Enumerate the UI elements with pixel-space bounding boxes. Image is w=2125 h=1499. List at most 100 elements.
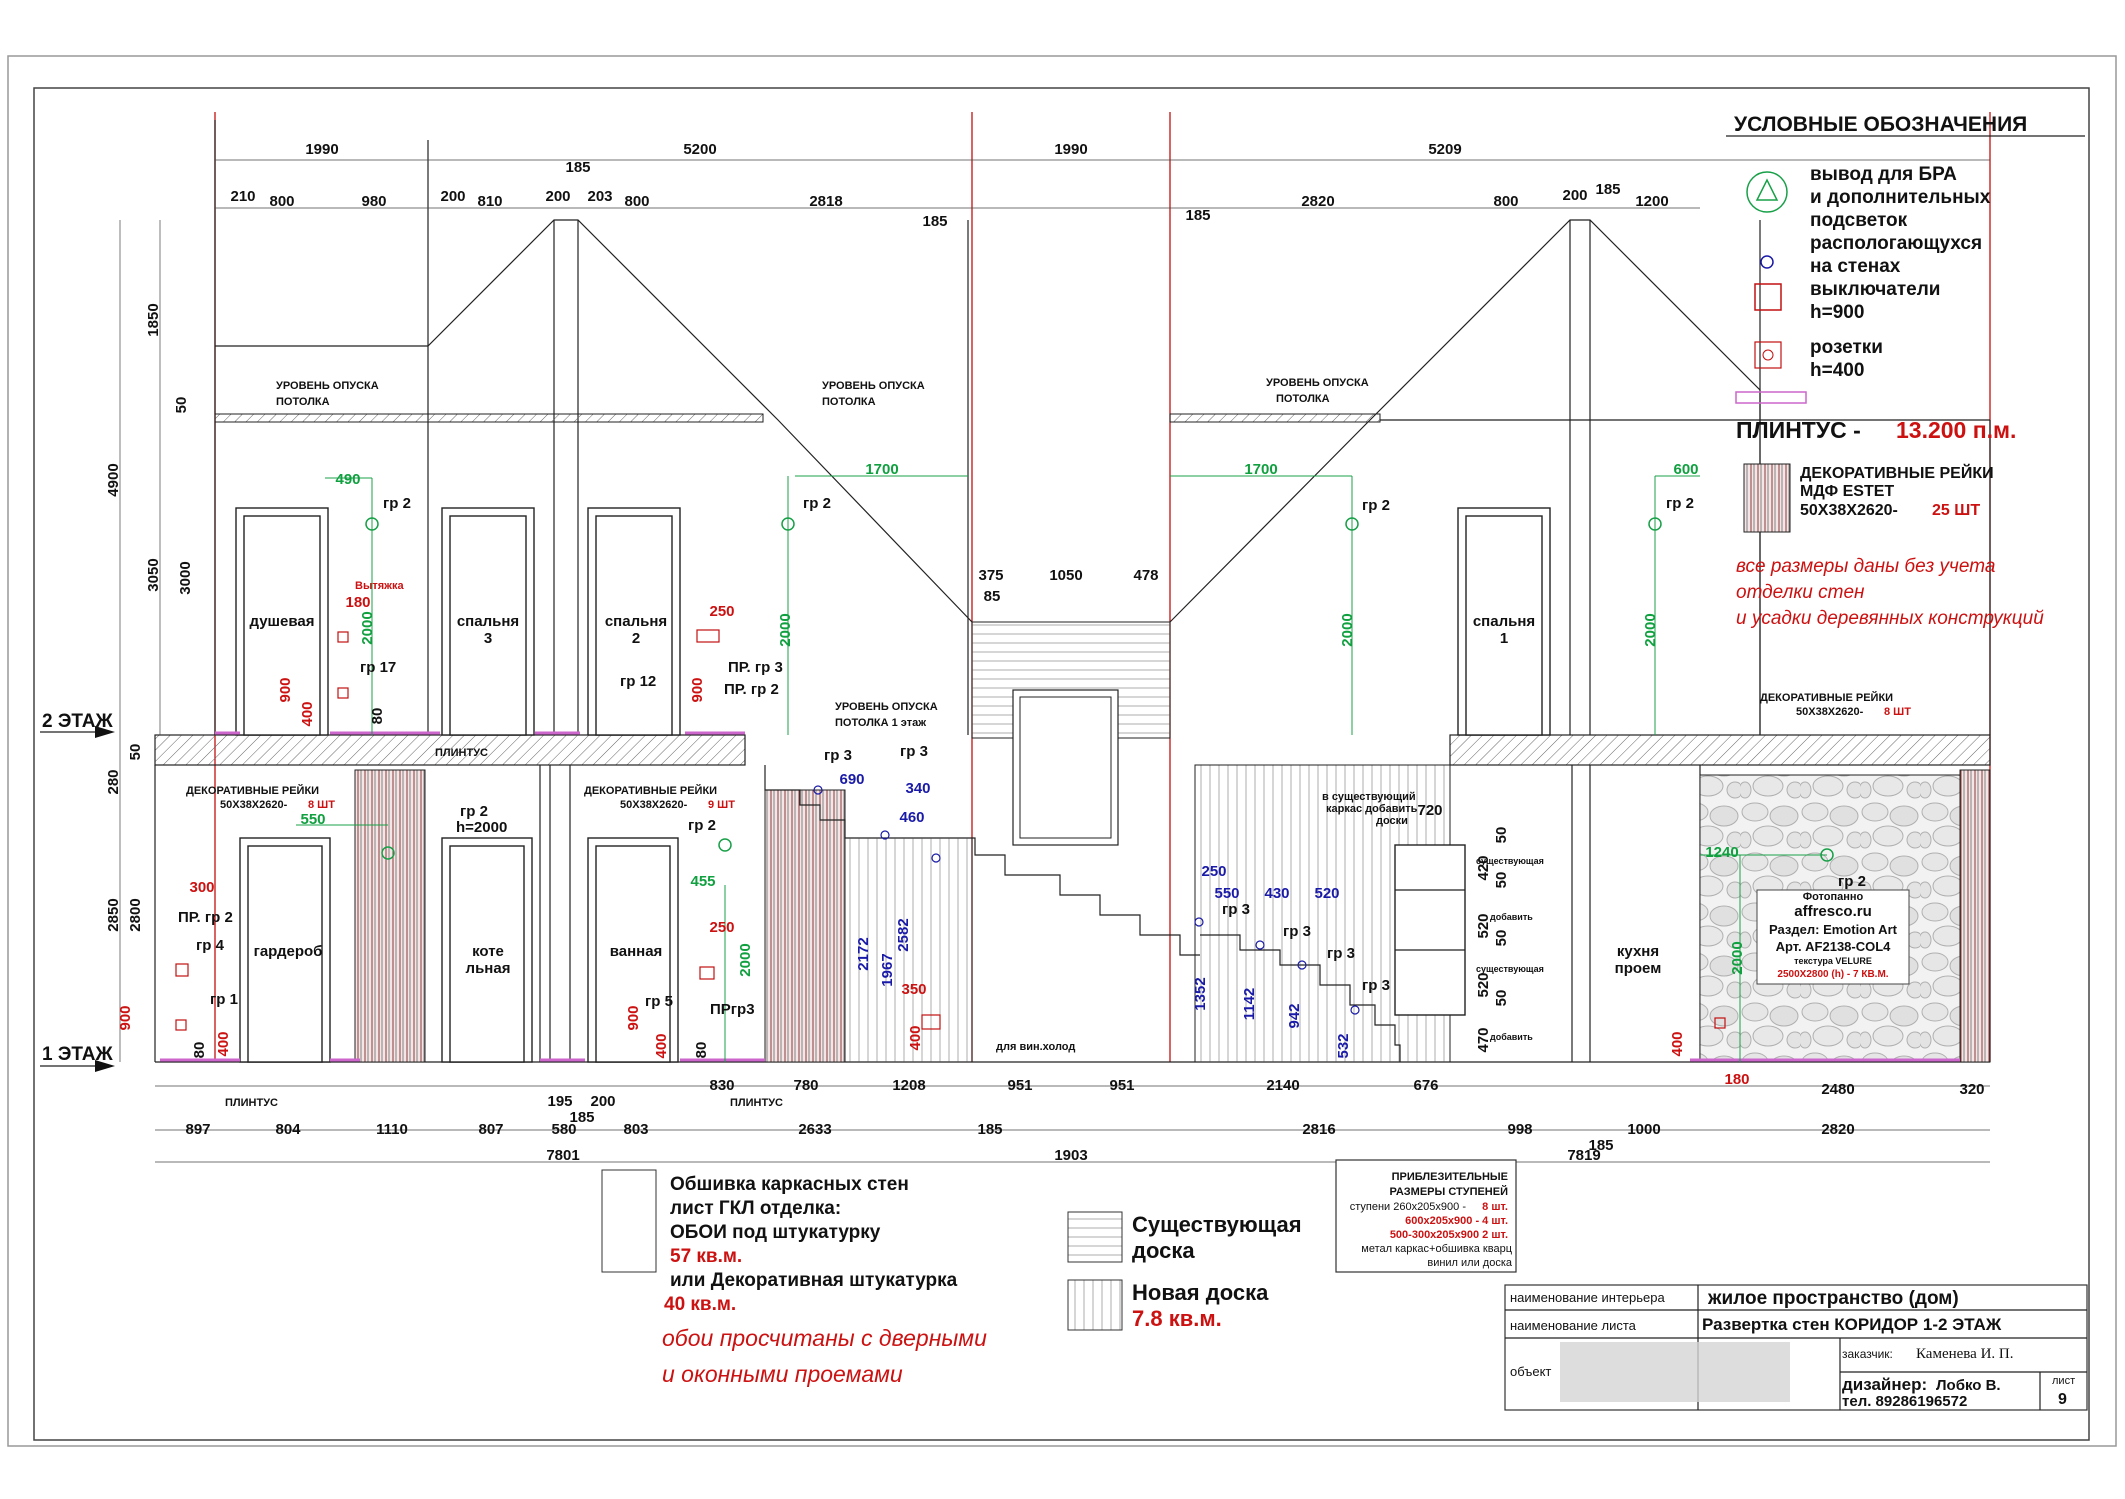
room-bath: ванная [610,943,663,960]
svg-text:532: 532 [1335,1033,1352,1058]
svg-text:420: 420 [1475,855,1492,880]
svg-text:1240: 1240 [1705,844,1738,861]
svg-text:57 кв.м.: 57 кв.м. [670,1246,742,1267]
left-dimensions: 1850 4900 50 3050 3000 50 280 2850 2800 [105,220,194,1062]
svg-text:550: 550 [300,811,325,828]
svg-text:2820: 2820 [1821,1121,1854,1138]
svg-text:50: 50 [127,744,144,761]
svg-text:ДЕКОРАТИВНЫЕ РЕЙКИ: ДЕКОРАТИВНЫЕ РЕЙКИ [1800,463,1994,482]
svg-text:1967: 1967 [879,953,896,986]
room-labels: душевая спальня 3 спальня 2 спальня 1 га… [249,613,1661,977]
svg-text:50X38X2620-: 50X38X2620- [220,799,288,811]
svg-text:3: 3 [484,630,492,647]
svg-text:2500Х2800 (h) - 7 КВ.М.: 2500Х2800 (h) - 7 КВ.М. [1777,969,1888,980]
svg-text:2000: 2000 [737,943,754,976]
sheet-outer-frame [7,55,2117,1447]
annotations: УРОВЕНЬ ОПУСКА ПОТОЛКА УРОВЕНЬ ОПУСКА ПО… [186,377,1911,1109]
svg-text:гр 3: гр 3 [1362,977,1390,994]
svg-text:2633: 2633 [798,1121,831,1138]
svg-text:900: 900 [689,677,706,702]
svg-text:40 кв.м.: 40 кв.м. [664,1294,736,1315]
sheet-inner-frame [33,87,2090,1441]
svg-text:830: 830 [709,1077,734,1094]
svg-text:50X38X2620-: 50X38X2620- [620,799,688,811]
steps-box: ПРИБЛЕЗИТЕЛЬНЫЕ РАЗМЕРЫ СТУПЕНЕЙ ступени… [1335,1159,1517,1273]
dim-top: 185 [922,213,947,230]
svg-text:600: 600 [1673,461,1698,478]
svg-text:УРОВЕНЬ ОПУСКА: УРОВЕНЬ ОПУСКА [1266,377,1369,389]
svg-text:185: 185 [1588,1137,1613,1154]
legend-title: УСЛОВНЫЕ ОБОЗНАЧЕНИЯ [1734,113,2027,136]
svg-text:400: 400 [907,1025,924,1050]
svg-text:Существующая: Существующая [1132,1212,1302,1237]
svg-text:8 ШТ: 8 ШТ [308,799,335,811]
svg-text:803: 803 [623,1121,648,1138]
svg-text:Лобко В.: Лобко В. [1936,1377,2001,1394]
lower-structure [239,764,1991,1063]
svg-text:гр 2: гр 2 [1362,497,1390,514]
svg-text:676: 676 [1413,1077,1438,1094]
svg-text:в существующий: в существующий [1322,791,1416,803]
svg-text:250: 250 [709,919,734,936]
svg-text:Вытяжка: Вытяжка [355,580,404,592]
room-bed1: спальня [1473,613,1535,630]
svg-text:1903: 1903 [1054,1147,1087,1164]
svg-text:2850: 2850 [105,898,122,931]
svg-text:320: 320 [1959,1081,1984,1098]
svg-text:520: 520 [1475,913,1492,938]
svg-text:942: 942 [1286,1003,1303,1028]
floor2-label: 2 ЭТАЖ [42,711,113,732]
svg-text:897: 897 [185,1121,210,1138]
svg-text:ПЛИНТУС -: ПЛИНТУС - [1736,417,1861,443]
bottom-dimensions: 195 200 185 830 780 1208 951 951 2140 67… [155,1077,1990,1164]
svg-text:ПОТОЛКА 1 этаж: ПОТОЛКА 1 этаж [835,717,926,729]
svg-text:3050: 3050 [145,558,162,591]
svg-text:винил или доска: винил или доска [1427,1257,1513,1269]
boards-legend: Существующая доска Новая доска 7.8 кв.м. [1067,1211,1302,1331]
svg-text:520: 520 [1475,972,1492,997]
dim-top: 1990 [305,141,338,158]
svg-text:ПР. гр 2: ПР. гр 2 [724,681,779,698]
svg-text:гр 3: гр 3 [1283,923,1311,940]
svg-text:Каменева И. П.: Каменева И. П. [1916,1346,2014,1362]
svg-text:3000: 3000 [177,561,194,594]
svg-text:добавить: добавить [1490,1032,1533,1042]
svg-text:ДЕКОРАТИВНЫЕ РЕЙКИ: ДЕКОРАТИВНЫЕ РЕЙКИ [584,784,717,797]
svg-text:460: 460 [899,809,924,826]
svg-text:80: 80 [369,708,386,725]
dim-top: 203 [587,188,612,205]
svg-text:50: 50 [1493,990,1510,1007]
svg-text:50X38X2620-: 50X38X2620- [1796,706,1864,718]
svg-text:h=400: h=400 [1810,360,1864,381]
legend: УСЛОВНЫЕ ОБОЗНАЧЕНИЯ вывод для БРА и доп… [1726,113,2085,629]
svg-text:подсветок: подсветок [1810,210,1908,231]
lower-dim-labels: 300 900 400 80 250 900 400 80 350 400 40… [117,743,1866,1088]
svg-text:180: 180 [1724,1071,1749,1088]
svg-text:400: 400 [653,1033,670,1058]
svg-text:280: 280 [105,769,122,794]
svg-text:1700: 1700 [865,461,898,478]
svg-text:РАЗМЕРЫ СТУПЕНЕЙ: РАЗМЕРЫ СТУПЕНЕЙ [1389,1185,1508,1198]
svg-text:или Декоративная штукатурка: или Декоративная штукатурка [670,1270,958,1291]
svg-text:998: 998 [1507,1121,1532,1138]
svg-text:гр 17: гр 17 [360,659,396,676]
svg-text:Раздел: Emotion Art: Раздел: Emotion Art [1769,922,1898,937]
svg-text:существующая: существующая [1476,856,1544,866]
svg-text:13.200 п.м.: 13.200 п.м. [1896,417,2016,443]
svg-text:900: 900 [117,1005,134,1030]
svg-text:2000: 2000 [359,611,376,644]
svg-text:распологающухся: распологающухся [1810,233,1982,254]
svg-text:гр 1: гр 1 [210,991,238,1008]
svg-text:ПОТОЛКА: ПОТОЛКА [822,396,876,408]
svg-text:ПР. гр 2: ПР. гр 2 [178,909,233,926]
svg-text:350: 350 [901,981,926,998]
switch-dot-icon [1760,255,1774,269]
svg-text:7819: 7819 [1567,1147,1600,1164]
svg-text:существующая: существующая [1476,964,1544,974]
upper-dim-labels: 490 1700 1700 600 2000 2000 2000 2000 18… [277,461,1699,727]
svg-text:690: 690 [839,771,864,788]
floor1-label: 1 ЭТАЖ [42,1044,113,1065]
svg-text:185: 185 [569,1109,594,1126]
svg-text:2000: 2000 [1642,613,1659,646]
svg-text:2: 2 [632,630,640,647]
